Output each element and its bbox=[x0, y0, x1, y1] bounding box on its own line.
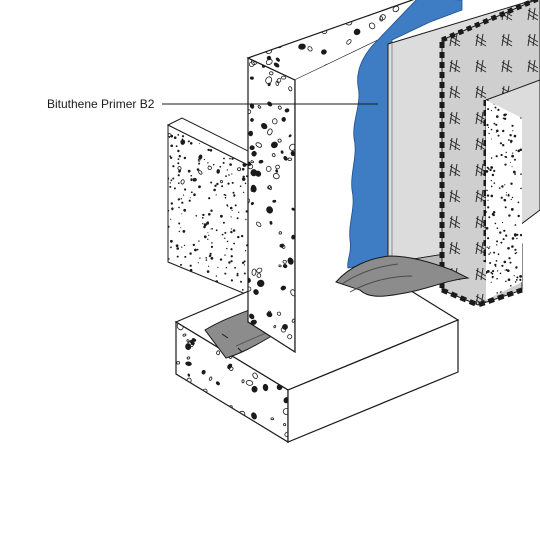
primer-coat bbox=[347, 0, 463, 269]
callout-label: Bituthene Primer B2 bbox=[47, 97, 155, 111]
callout-primer: Bituthene Primer B2 bbox=[47, 97, 378, 111]
fillet-strip bbox=[335, 255, 470, 297]
concrete-wall-edge bbox=[247, 57, 296, 354]
backfill-soil-left bbox=[166, 117, 264, 296]
backfill-soil-right bbox=[486, 100, 522, 300]
